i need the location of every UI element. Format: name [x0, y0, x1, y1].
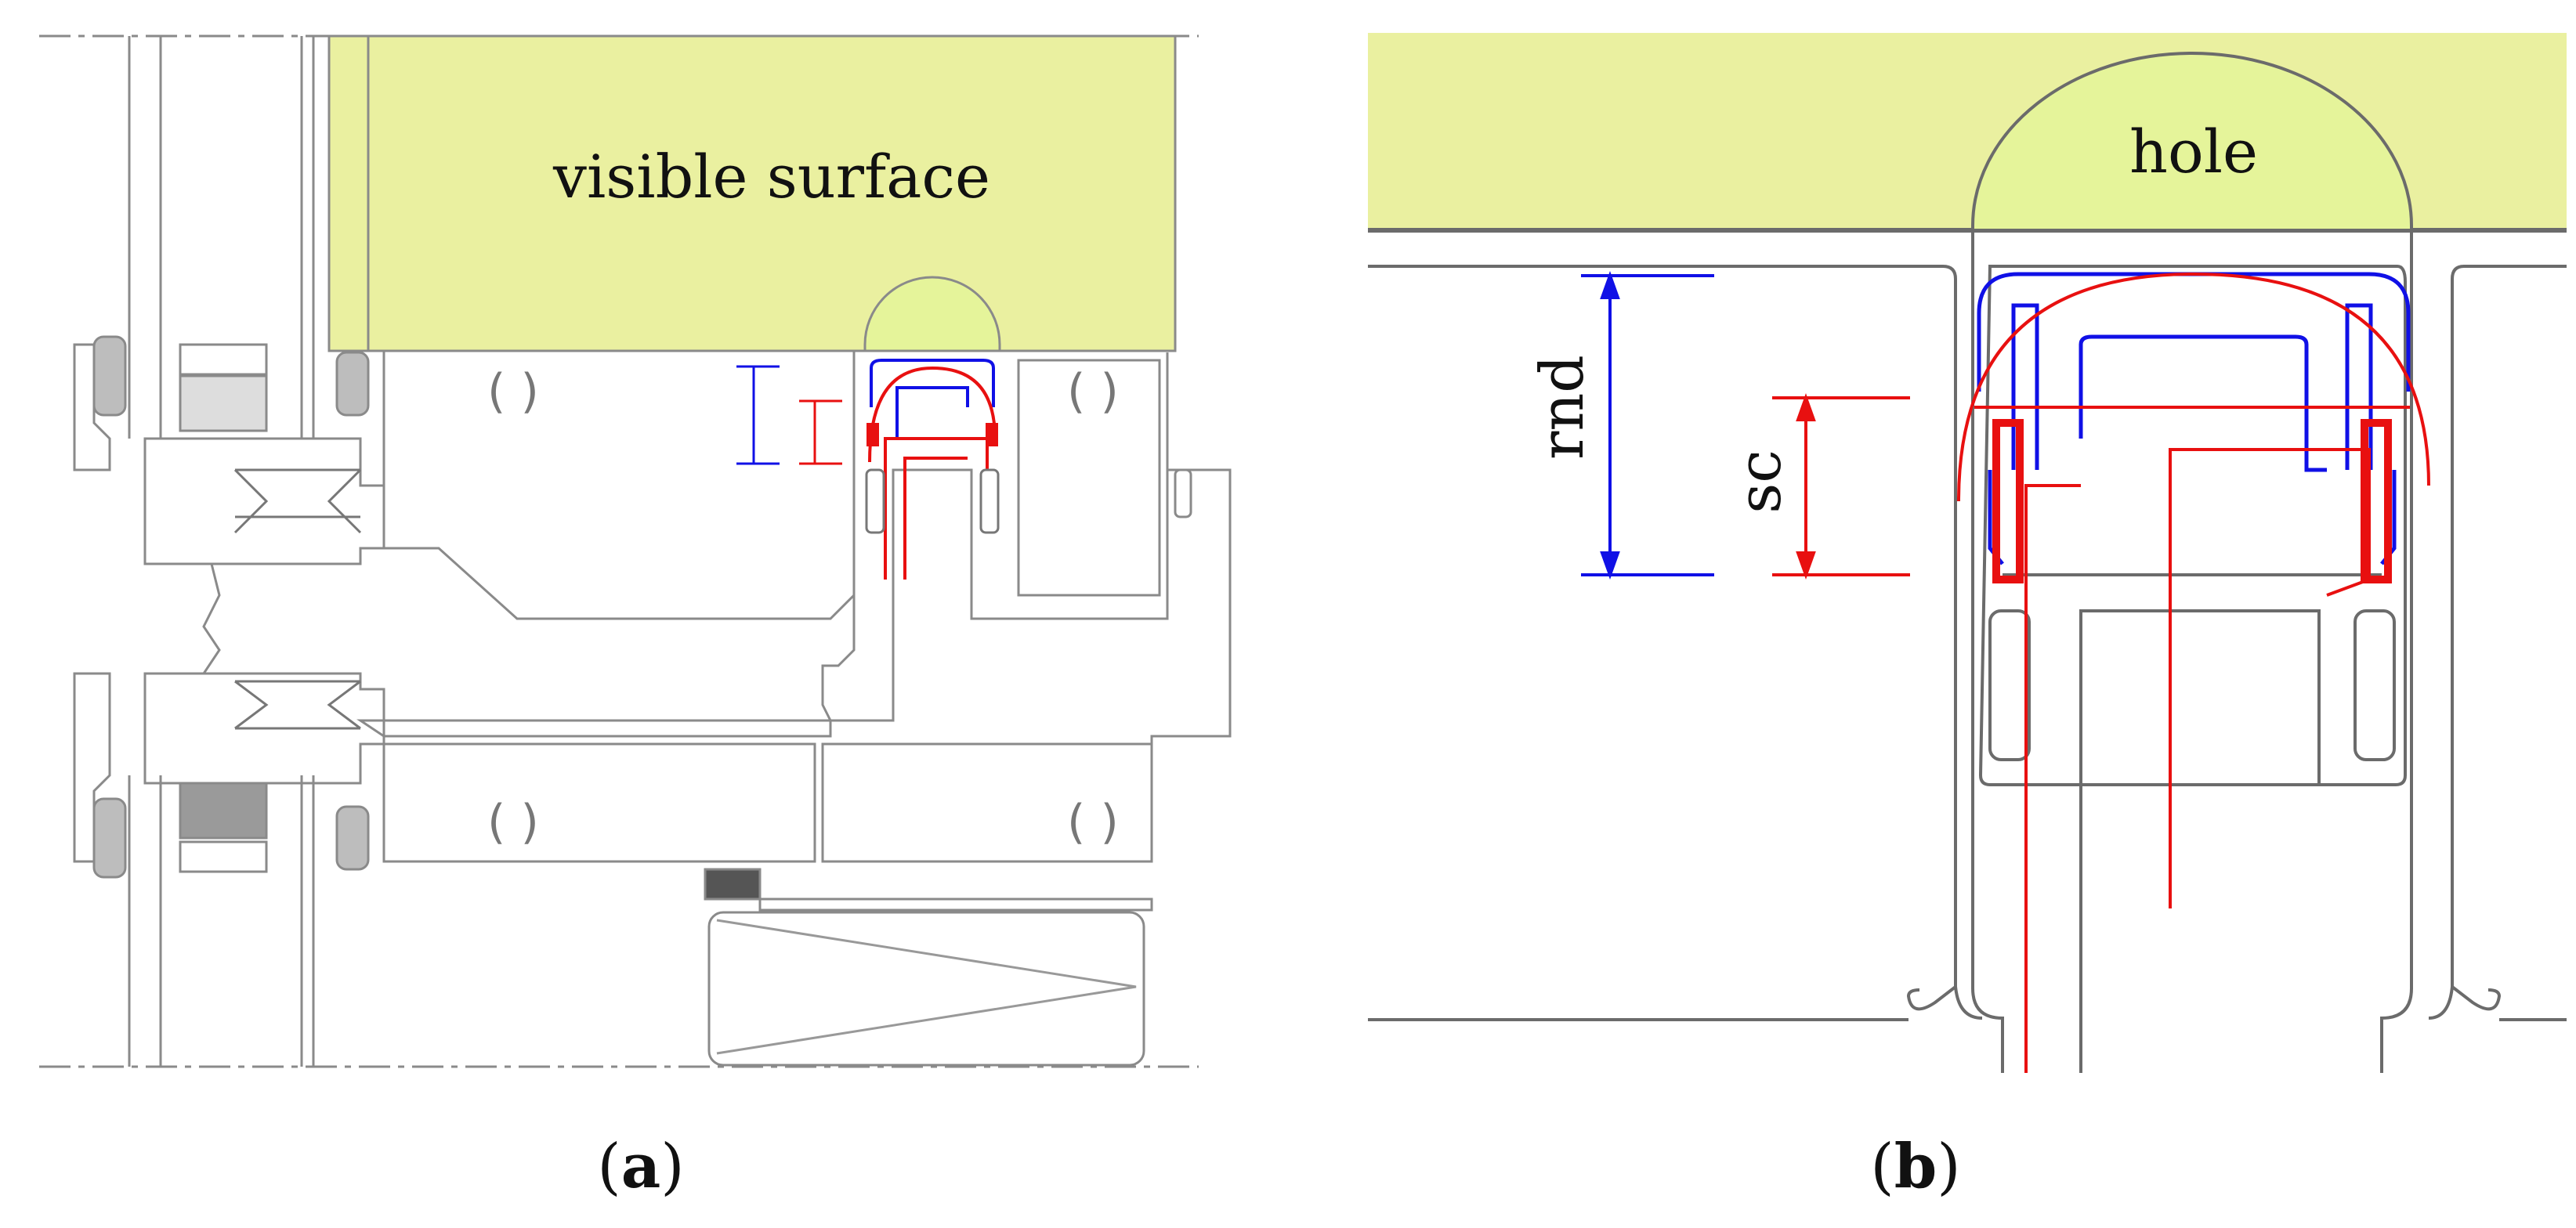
screw-channel-symbol: ( ) — [1067, 364, 1119, 419]
mullion-body — [382, 349, 856, 620]
frame-upper — [143, 437, 385, 565]
left-chamber — [1368, 265, 1983, 1020]
thermal-break — [233, 468, 362, 534]
outer-profile — [73, 343, 111, 471]
clip-blue-a — [870, 359, 995, 407]
spacer-block — [179, 343, 268, 376]
rnd-dimension — [1581, 271, 1714, 580]
clip-leg — [865, 468, 885, 534]
insulation-seal — [704, 868, 762, 901]
clip-blue-a-inner — [895, 386, 969, 439]
gasket — [92, 797, 127, 879]
spacer-desiccant — [179, 782, 268, 840]
gasket — [335, 805, 370, 871]
clip-red-marker — [986, 423, 998, 446]
panel-b-caption: (b) — [1870, 1131, 1960, 1202]
mullion-lower-box — [382, 742, 816, 863]
sc-dimension-small — [799, 399, 842, 465]
sc-label: sc — [1724, 450, 1794, 514]
blue-clip — [1977, 272, 2411, 472]
panel-a-caption: (a) — [597, 1131, 684, 1202]
panel-b-detail-drawing — [1368, 33, 2567, 1073]
clip-red-a-inner — [884, 437, 989, 580]
thermal-break — [234, 680, 361, 730]
rnd-label: rnd — [1527, 355, 1597, 460]
panel-a-section-drawing: ( ) ( ) ( ) ( ) — [39, 34, 1232, 1068]
glazing-bead — [145, 562, 221, 675]
right-box — [1017, 359, 1161, 597]
clip-leg-right — [2353, 609, 2396, 761]
clip-leg — [979, 468, 1000, 534]
outer-profile — [73, 672, 111, 863]
visible-surface-label: visible surface — [552, 142, 990, 211]
spacer-desiccant — [179, 374, 268, 432]
visible-surface-area — [327, 34, 1177, 352]
screw-channel-symbol: ( ) — [1067, 795, 1119, 850]
insulation-zigzag — [716, 919, 1137, 1055]
red-clip-marker-left — [1992, 419, 2024, 583]
rnd-dimension-small — [736, 365, 780, 465]
red-clip-marker-right — [2361, 419, 2392, 583]
sc-dimension — [1772, 393, 1910, 580]
outer-return — [1150, 468, 1232, 861]
hole-semicircle — [1971, 52, 2413, 232]
end-clip — [1174, 468, 1192, 518]
mullion-web — [821, 352, 1169, 722]
screw-channel-symbol: ( ) — [487, 795, 539, 850]
slot-inner — [1978, 265, 2407, 786]
screw-channel-symbol: ( ) — [487, 364, 539, 419]
insulation-cap — [758, 898, 1153, 912]
hole-semicircle-a — [863, 276, 1001, 352]
right-chamber — [2428, 265, 2567, 1020]
mullion-bottom — [356, 719, 832, 738]
clip-red-a — [868, 366, 997, 463]
insulation-box — [707, 911, 1145, 1067]
slot-stem — [2079, 609, 2321, 1073]
spacer-block — [179, 840, 268, 873]
hole-label: hole — [2129, 117, 2258, 186]
gasket — [335, 351, 370, 417]
slot-left-wall — [1971, 230, 2004, 1073]
gasket — [92, 335, 127, 417]
clip-red-marker — [867, 423, 879, 446]
red-clip-body — [1974, 406, 2410, 1073]
red-clip-arc — [1957, 272, 2430, 502]
clip-leg-left — [1988, 609, 2031, 761]
slot-right-wall — [2380, 230, 2413, 1073]
